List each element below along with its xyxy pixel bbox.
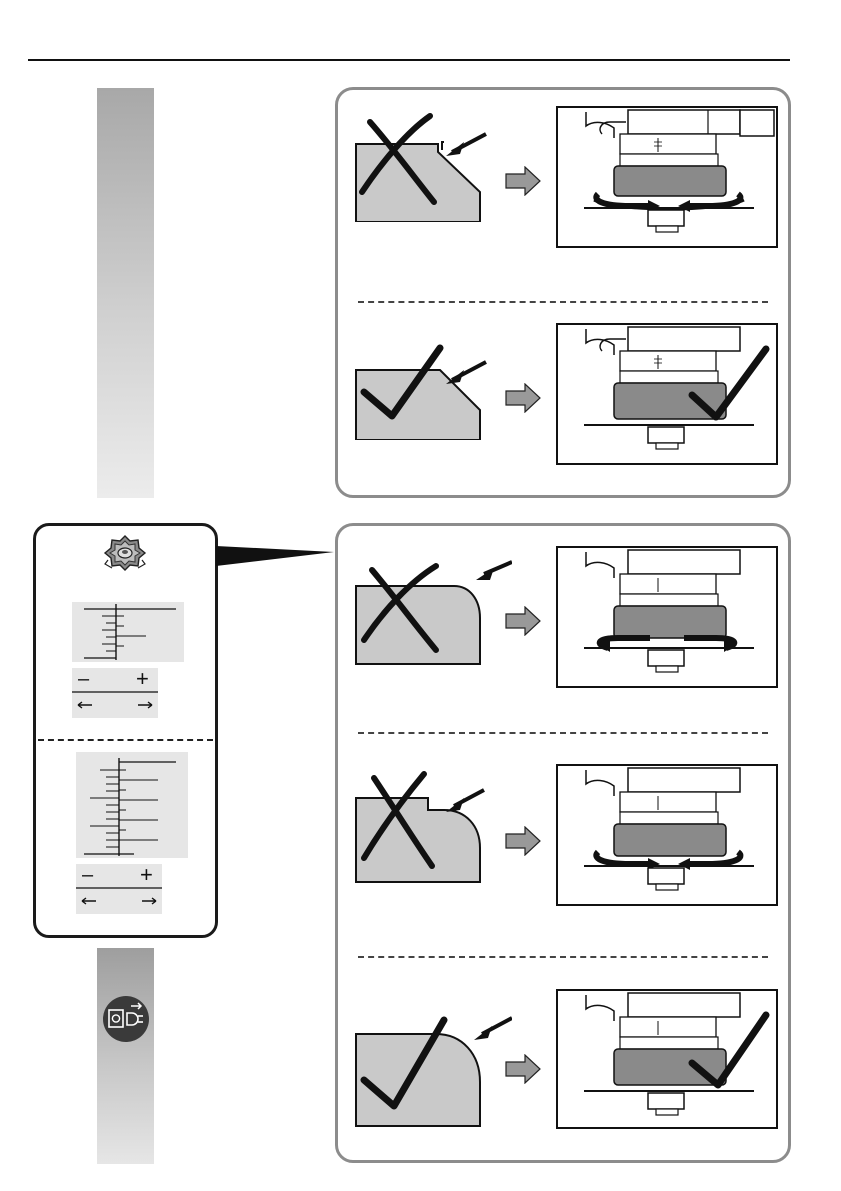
direction-indicator-1: – + [72,668,158,718]
profile-bevel-clean [352,330,512,440]
row-separator [358,301,768,303]
row-separator [358,732,768,734]
depth-scale-coarse [76,752,188,858]
router-adjust-photo-3 [556,546,778,688]
depth-scale-fine [72,602,184,662]
callout-pointer [216,544,341,574]
minus-label: – [82,864,93,887]
adjustment-knob-icon [102,532,148,576]
profile-round-shallow [352,556,512,666]
legend-inset: – + [33,523,218,938]
profile-round-step [352,768,512,886]
profile-bevel-step [352,112,512,222]
unplug-power-icon [101,994,151,1044]
sidebar-strip-top [97,88,154,498]
next-step-arrow [505,383,541,413]
router-adjust-photo-2 [556,323,778,465]
next-step-arrow [505,606,541,636]
plus-label: + [140,862,153,888]
plus-label: + [136,666,149,692]
next-step-arrow [505,826,541,856]
legend-separator [38,739,213,741]
direction-indicator-2: – + [76,864,162,914]
router-adjust-photo-5 [556,989,778,1129]
header-rule [28,59,790,61]
row-separator [358,956,768,958]
router-adjust-photo-4 [556,764,778,906]
minus-label: – [78,668,89,691]
next-step-arrow [505,1054,541,1084]
profile-round-clean [352,1010,512,1130]
sidebar-strip-bottom [97,948,154,1164]
next-step-arrow [505,166,541,196]
router-adjust-photo-1 [556,106,778,248]
